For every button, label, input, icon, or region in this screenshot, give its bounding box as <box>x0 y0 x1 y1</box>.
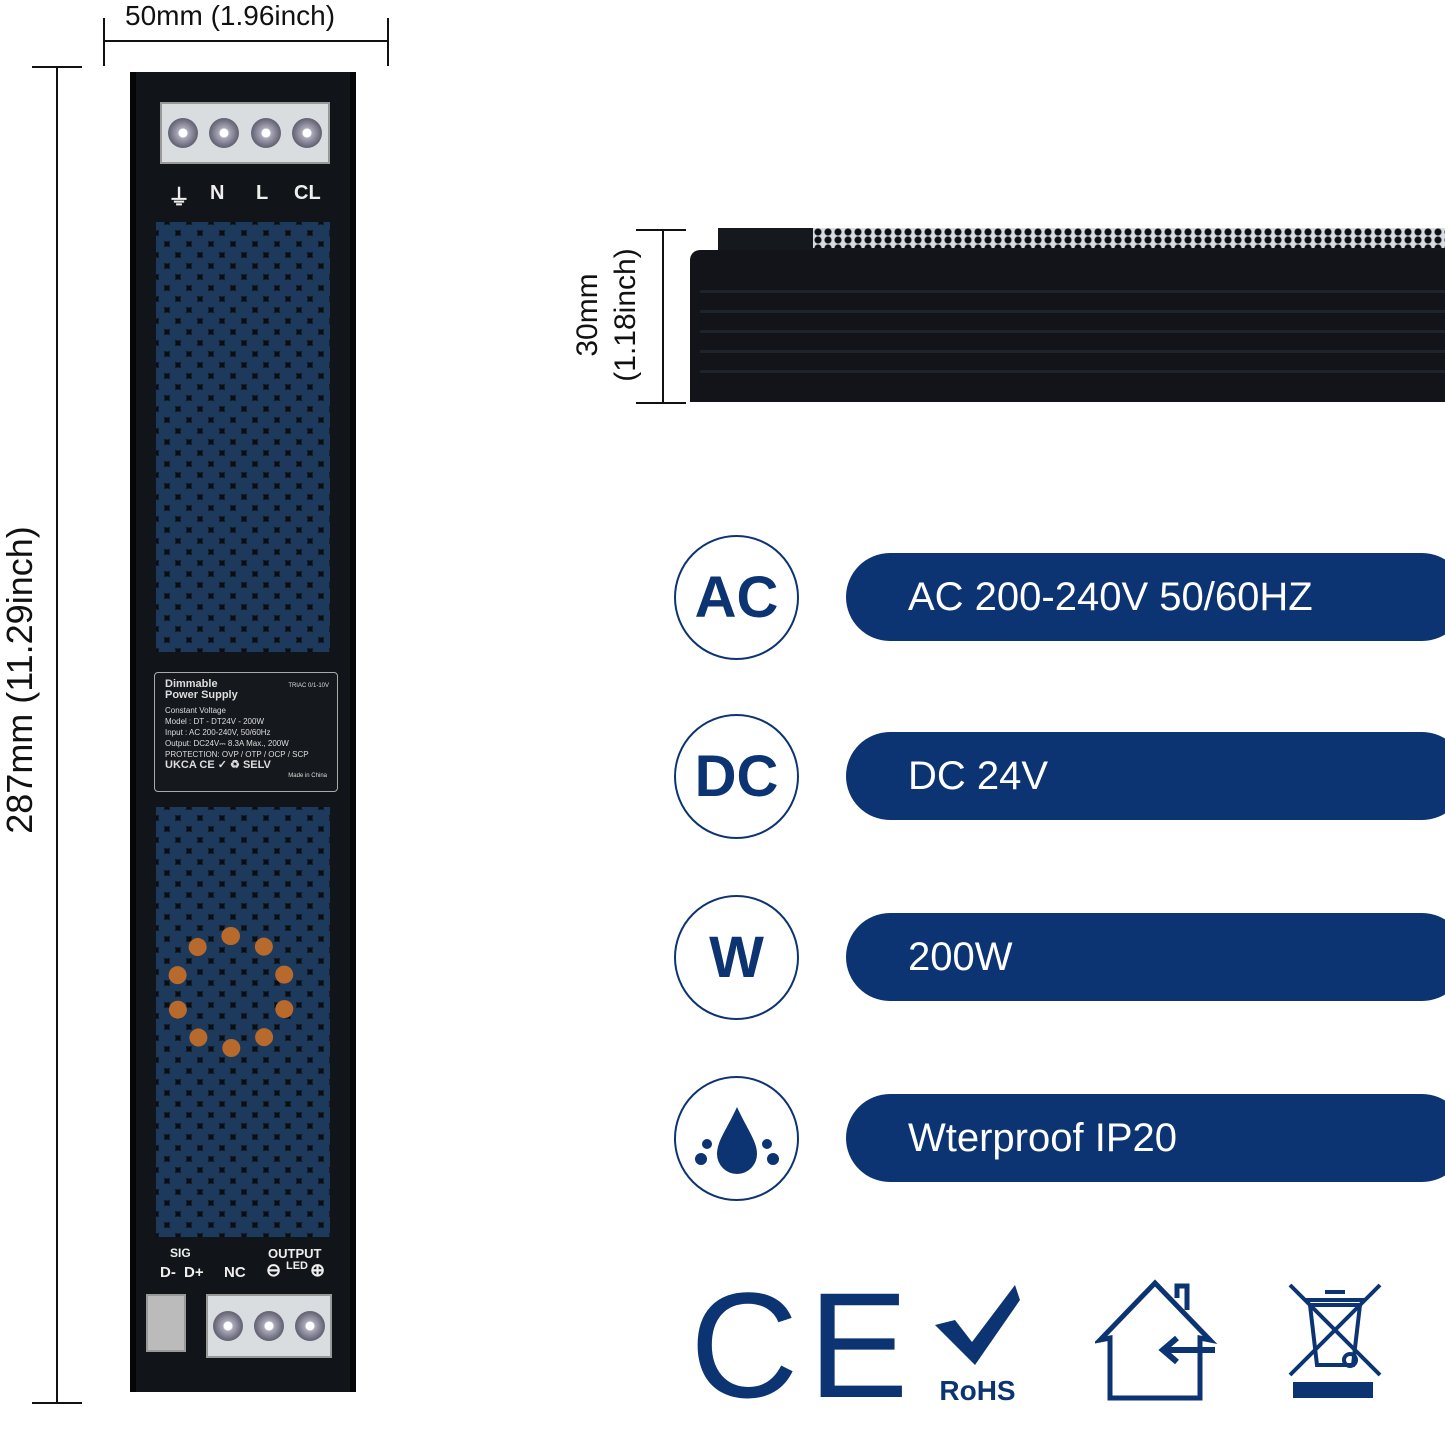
led-plus-label: ⊕ <box>310 1260 326 1280</box>
output-label: OUTPUT <box>268 1246 322 1261</box>
d-minus-label: D- <box>160 1264 176 1281</box>
vent-grill-top <box>156 222 330 652</box>
led-minus-label: ⊖ <box>266 1260 282 1280</box>
side-top-cover <box>718 228 1445 252</box>
output-terminal-block <box>206 1294 332 1358</box>
rohs-icon: RoHS <box>930 1280 1025 1406</box>
length-tick-top <box>32 66 82 68</box>
ac-icon: AC <box>674 535 799 660</box>
width-tick-right <box>387 18 389 66</box>
label-marks: UKCA CE ✓ ♻ SELV <box>165 759 271 771</box>
sig-label: SIG <box>170 1246 191 1260</box>
label-model: Model : DT - DT24V - 200W <box>165 717 264 726</box>
label-output: Output: DC24V⎓ 8.3A Max., 200W <box>165 739 289 748</box>
indoor-use-icon <box>1095 1279 1218 1401</box>
d-plus-label: D+ <box>184 1264 204 1281</box>
dc-icon: DC <box>674 714 799 839</box>
product-label: Dimmable Power Supply TRIAC 0/1-10V Cons… <box>154 672 338 792</box>
power-supply-front: ⏚ N L CL Dimmable Power Supply TRIAC 0/1… <box>130 72 356 1392</box>
width-label: 50mm (1.96inch) <box>125 0 336 31</box>
height-label-mm: 30mm <box>571 273 604 357</box>
rohs-text: RoHS <box>939 1375 1016 1406</box>
label-title: Dimmable <box>165 678 218 690</box>
height-label-in: (1.18inch) <box>609 248 642 382</box>
terminal-l: L <box>256 182 269 204</box>
spec-power: 200W <box>846 913 1445 1001</box>
label-made-in: Made in China <box>288 773 327 779</box>
label-subtitle: Constant Voltage <box>165 706 226 715</box>
ce-mark-text: CE <box>690 1261 919 1429</box>
label-title2: Power Supply <box>165 689 238 701</box>
height-dimension-line <box>662 229 664 404</box>
width-dimension-line <box>103 40 389 42</box>
label-dimming: TRIAC 0/1-10V <box>288 683 329 689</box>
signal-terminal <box>146 1294 186 1352</box>
led-label: LED <box>286 1260 308 1272</box>
height-tick-bottom <box>636 402 686 404</box>
water-drop-icon <box>674 1076 799 1201</box>
height-tick-top <box>636 229 686 231</box>
terminal-cl: CL <box>294 182 321 204</box>
label-protection: PROTECTION: OVP / OTP / OCP / SCP <box>165 750 309 759</box>
label-input: Input : AC 200-240V, 50/60Hz <box>165 728 271 737</box>
width-tick-left <box>103 18 105 66</box>
spec-dc: DC 24V <box>846 732 1445 820</box>
watt-icon: W <box>674 895 799 1020</box>
spec-waterproof: Wterproof IP20 <box>846 1094 1445 1182</box>
power-supply-side <box>690 250 1445 402</box>
weee-bin-icon <box>1288 1283 1382 1398</box>
toroid-coil <box>166 927 296 1057</box>
input-terminal-block <box>160 102 330 164</box>
terminal-ground: ⏚ <box>168 185 191 210</box>
ce-mark-icon: CE <box>690 1270 918 1420</box>
nc-label: NC <box>224 1264 246 1281</box>
spec-ac: AC 200-240V 50/60HZ <box>846 553 1445 641</box>
length-dimension-line <box>56 66 58 1404</box>
length-tick-bottom <box>32 1402 82 1404</box>
terminal-n: N <box>210 182 225 204</box>
length-label: 287mm (11.29inch) <box>0 526 40 834</box>
